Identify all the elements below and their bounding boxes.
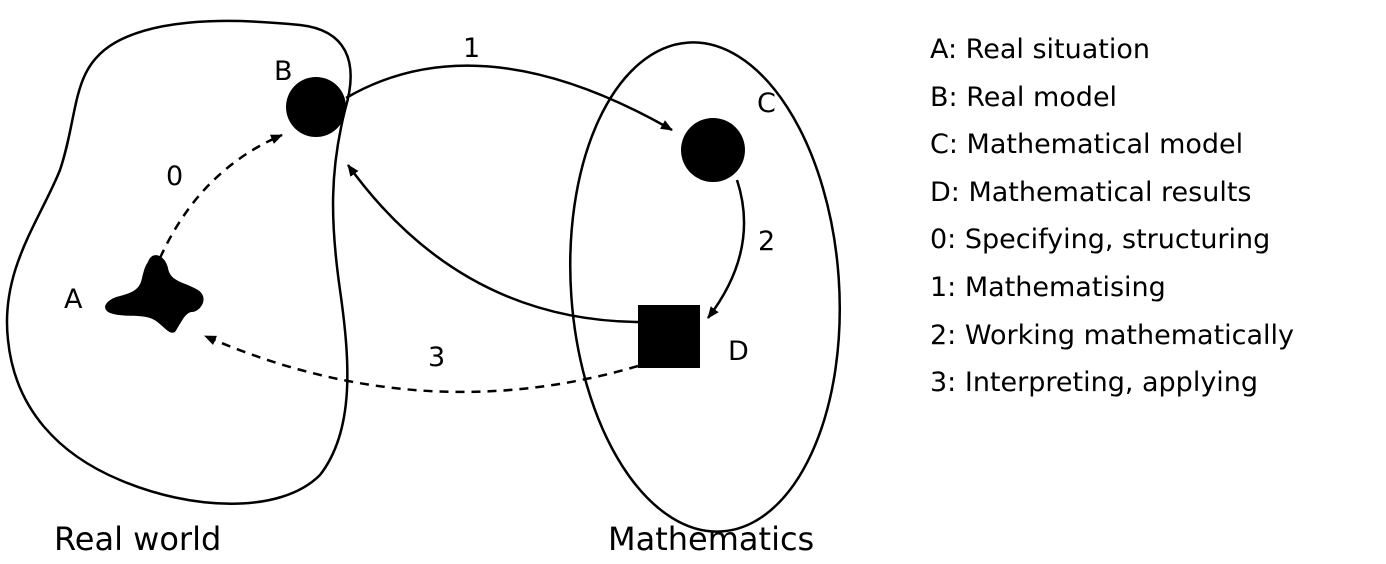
- arrow-working-mathematically: [707, 179, 746, 319]
- arrow-label-1: 1: [463, 33, 480, 64]
- arrow-label-2: 2: [758, 226, 775, 257]
- arrow-label-3: 3: [428, 342, 445, 373]
- arrow-label-0: 0: [166, 161, 183, 192]
- real-world-region: [5, 19, 352, 505]
- mathematical-model-node: [681, 118, 745, 182]
- legend: A: Real situation B: Real model C: Mathe…: [930, 26, 1294, 407]
- arrow-mathematising: [345, 64, 673, 132]
- legend-item: B: Real model: [930, 81, 1118, 113]
- node-label-a: A: [64, 284, 83, 315]
- arrow-interpreting: [204, 334, 639, 394]
- node-label-d: D: [728, 336, 749, 367]
- node-label-b: B: [274, 56, 293, 87]
- region-label-real-world: Real world: [54, 520, 221, 558]
- legend-item: D: Mathematical results: [930, 176, 1252, 208]
- real-model-node: [286, 77, 346, 137]
- mathematics-region: [568, 41, 842, 533]
- mathematical-results-node: [638, 305, 700, 368]
- arrow-specifying: [158, 133, 283, 259]
- real-situation-shape: [105, 255, 204, 333]
- region-label-mathematics: Mathematics: [608, 520, 814, 558]
- legend-item: 1: Mathematising: [930, 271, 1166, 303]
- legend-item: A: Real situation: [930, 34, 1150, 65]
- legend-item: 0: Specifying, structuring: [930, 224, 1271, 256]
- node-label-c: C: [757, 88, 776, 119]
- legend-item: 3: Interpreting, applying: [930, 367, 1259, 399]
- legend-item: C: Mathematical model: [930, 129, 1244, 161]
- arrow-results-to-real-model: [346, 164, 639, 324]
- legend-item: 2: Working mathematically: [930, 319, 1295, 351]
